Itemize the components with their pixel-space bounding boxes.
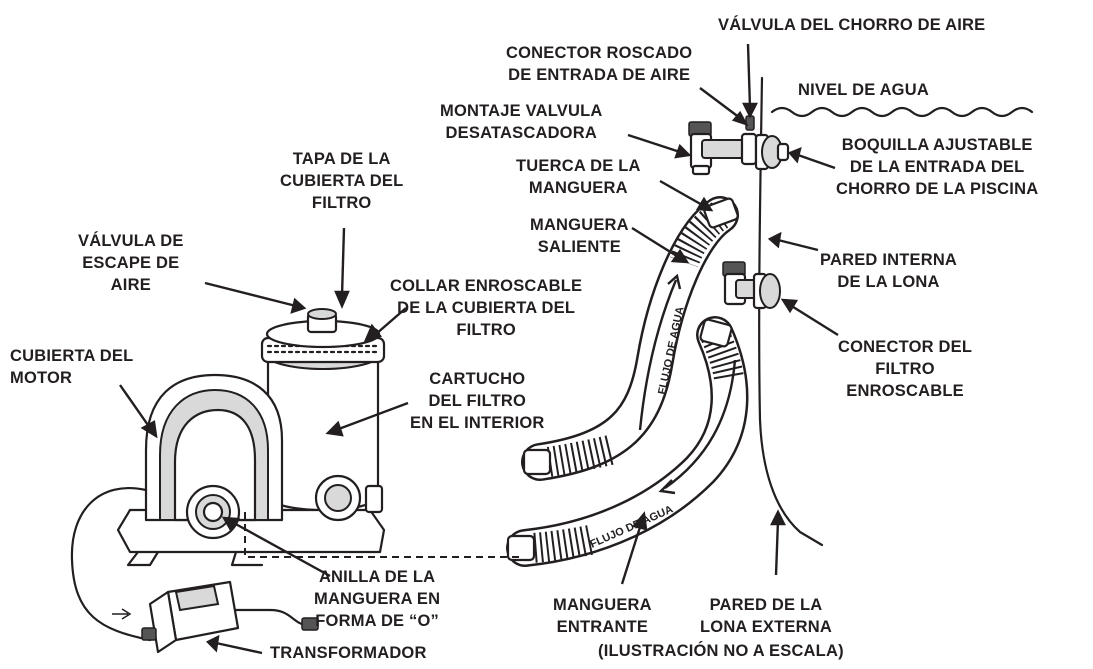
label-inner-liner-wall: PARED INTERNA DE LA LONA xyxy=(820,251,958,291)
label-hose-nut: TUERCA DE LA MANGUERA xyxy=(516,157,641,197)
label-outlet-hose: MANGUERA SALIENTE xyxy=(530,216,629,256)
label-filter-cover-cap: TAPA DE LA CUBIERTA DEL FILTRO xyxy=(280,150,404,212)
label-water-level: NIVEL DE AGUA xyxy=(798,81,929,99)
label-filter-cover-collar: COLLAR ENROSCABLE DE LA CUBIERTA DEL FIL… xyxy=(390,277,583,339)
label-air-inlet-connector: CONECTOR ROSCADO DE ENTRADA DE AIRE xyxy=(506,44,693,84)
water-level-waves xyxy=(770,106,1034,118)
label-transformer: TRANSFORMADOR xyxy=(270,644,427,662)
power-cord xyxy=(70,487,319,642)
pump-filter-unit xyxy=(116,308,386,567)
label-hose-o-ring: ANILLA DE LA MANGUERA EN FORMA DE “O” xyxy=(314,568,441,630)
label-air-jet-valve: VÁLVULA DEL CHORRO DE AIRE xyxy=(718,16,986,34)
flow-arrows xyxy=(638,273,737,495)
label-adjustable-nozzle: BOQUILLA AJUSTABLE DE LA ENTRADA DEL CHO… xyxy=(836,136,1039,198)
label-strainer-connector: CONECTOR DEL FILTRO ENROSCABLE xyxy=(838,338,973,400)
label-plunger-valve: MONTAJE VALVULA DESATASCADORA xyxy=(440,102,603,142)
label-inlet-hose: MANGUERA ENTRANTE xyxy=(553,596,652,636)
connection-line xyxy=(244,512,520,558)
label-filter-cartridge: CARTUCHO DEL FILTRO EN EL INTERIOR xyxy=(410,370,545,432)
upper-jet-fitting xyxy=(688,115,790,176)
label-air-release-valve: VÁLVULA DE ESCAPE DE AIRE xyxy=(78,232,184,294)
label-not-to-scale: (ILUSTRACIÓN NO A ESCALA) xyxy=(598,642,844,660)
leader-arrows xyxy=(119,43,839,655)
pool-wall xyxy=(758,76,824,547)
lower-strainer-fitting xyxy=(722,261,781,310)
transformer-box xyxy=(141,580,240,654)
inlet-hose: FLUJO DE AGUA xyxy=(506,316,749,567)
plug-arrow xyxy=(112,608,132,620)
label-outer-liner-wall: PARED DE LA LONA EXTERNA xyxy=(700,596,832,636)
label-motor-cover: CUBIERTA DEL MOTOR xyxy=(10,347,134,387)
